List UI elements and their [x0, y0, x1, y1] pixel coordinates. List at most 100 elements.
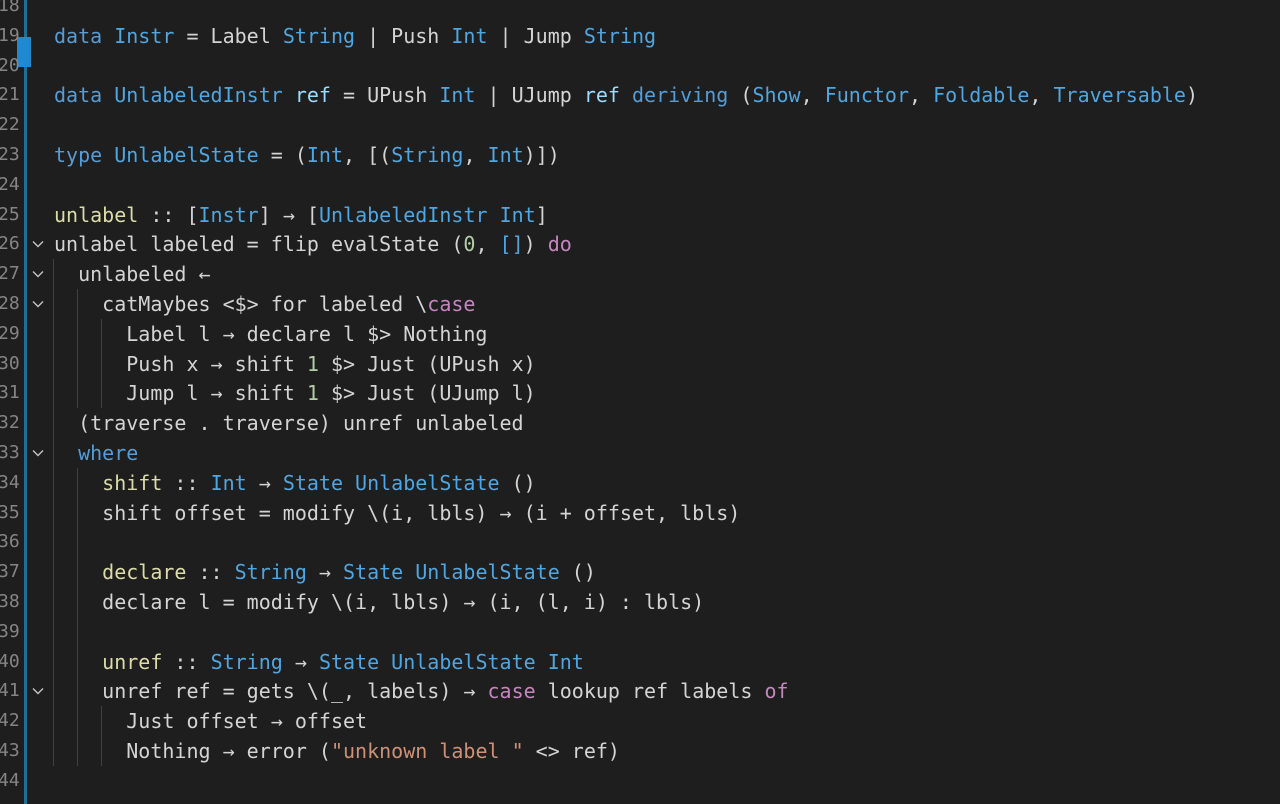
- code-token: deriving: [632, 83, 729, 108]
- code-text[interactable]: data Instr = Label String | Push Int | J…: [54, 24, 656, 48]
- code-token: Jump l → shift: [54, 381, 307, 406]
- code-text[interactable]: shift :: Int → State UnlabelState (): [54, 471, 536, 495]
- code-line[interactable]: 23 type UnlabelState = (Int, [(String, In…: [0, 140, 1280, 170]
- code-line[interactable]: 22: [0, 110, 1280, 140]
- code-text[interactable]: Push x → shift 1 $> Just (UPush x): [54, 351, 535, 376]
- indent-guide: [77, 467, 79, 766]
- line-number: 39: [0, 620, 20, 642]
- line-number: 25: [0, 203, 20, 225]
- code-text[interactable]: shift offset = modify \(i, lbls) → (i + …: [54, 501, 740, 525]
- code-text[interactable]: declare :: String → State UnlabelState (…: [54, 560, 596, 584]
- code-token: = Label: [174, 23, 283, 48]
- code-text[interactable]: Jump l → shift 1 $> Just (UJump l): [54, 381, 536, 406]
- code-token: unlabel labeled = flip evalState (: [54, 232, 464, 257]
- line-number: 30: [0, 352, 20, 374]
- code-line[interactable]: 24: [0, 170, 1280, 200]
- fold-chevron-icon[interactable]: [31, 267, 45, 281]
- line-number: 32: [0, 412, 20, 434]
- indent-guide: [101, 318, 103, 409]
- line-number: 42: [0, 710, 20, 732]
- code-token: ): [1185, 83, 1199, 108]
- gutter-border: [24, 0, 27, 804]
- code-line[interactable]: 20: [0, 51, 1280, 81]
- fold-chevron-icon[interactable]: [31, 684, 45, 698]
- code-token: Nothing → error (: [54, 739, 331, 763]
- code-text[interactable]: Just offset → offset: [54, 709, 367, 733]
- code-line[interactable]: 31 Jump l → shift 1 $> Just (UJump l): [0, 378, 1280, 408]
- code-line[interactable]: 18: [0, 0, 1280, 21]
- code-token: ] → [: [258, 202, 319, 227]
- code-line[interactable]: 40 unref :: String → State UnlabelState …: [0, 647, 1280, 677]
- code-text[interactable]: declare l = modify \(i, lbls) → (i, (l, …: [54, 590, 704, 614]
- code-token: declare l = modify \(i, lbls) → (i, (l, …: [54, 590, 705, 614]
- code-token: where: [78, 441, 139, 465]
- fold-chevron-icon[interactable]: [31, 446, 45, 460]
- code-token: Functor: [824, 83, 909, 108]
- code-token: [54, 471, 102, 495]
- indent-guide: [53, 259, 54, 766]
- code-token: case: [487, 679, 536, 704]
- code-text[interactable]: (traverse . traverse) unref unlabeled: [54, 411, 524, 435]
- code-token: :: [: [138, 202, 199, 227]
- code-token: Just offset → offset: [54, 709, 368, 734]
- code-text[interactable]: Nothing → error ("unknown label " <> ref…: [54, 739, 620, 763]
- line-number: 44: [0, 769, 20, 791]
- code-token: Push x → shift: [54, 351, 307, 376]
- code-token: String: [210, 649, 283, 674]
- code-token: State UnlabelState Int: [318, 649, 584, 674]
- code-text[interactable]: Label l → declare l $> Nothing: [54, 322, 487, 346]
- code-text[interactable]: unlabeled ←: [54, 262, 211, 287]
- code-token: ref: [294, 83, 331, 108]
- code-line[interactable]: 39: [0, 617, 1280, 647]
- code-line[interactable]: 41 unref ref = gets \(_, labels) → case …: [0, 676, 1280, 706]
- code-line[interactable]: 42 Just offset → offset: [0, 706, 1280, 736]
- code-line[interactable]: 29 Label l → declare l $> Nothing: [0, 319, 1280, 349]
- code-token: UnlabeledInstr Int: [318, 202, 536, 227]
- line-number: 36: [0, 531, 20, 553]
- code-line[interactable]: 35 shift offset = modify \(i, lbls) → (i…: [0, 498, 1280, 528]
- code-text[interactable]: unlabel labeled = flip evalState (0, [])…: [54, 232, 572, 256]
- code-line[interactable]: 28 catMaybes <$> for labeled \case: [0, 289, 1280, 319]
- line-number: 29: [0, 322, 20, 344]
- fold-chevron-icon[interactable]: [31, 237, 45, 251]
- code-token: (): [499, 470, 536, 495]
- line-number: 41: [0, 680, 20, 702]
- code-line[interactable]: 36: [0, 527, 1280, 557]
- code-line[interactable]: 33 where: [0, 438, 1280, 468]
- code-token: ::: [162, 649, 211, 674]
- code-token: →: [306, 560, 344, 585]
- code-token: ]: [535, 202, 548, 227]
- code-line[interactable]: 43 Nothing → error ("unknown label " <> …: [0, 736, 1280, 766]
- code-line[interactable]: 30 Push x → shift 1 $> Just (UPush x): [0, 349, 1280, 379]
- fold-chevron-icon[interactable]: [31, 297, 45, 311]
- code-token: "unknown label ": [330, 739, 524, 763]
- code-text[interactable]: data UnlabeledInstr ref = UPush Int | UJ…: [54, 83, 1198, 107]
- code-token: →: [282, 649, 319, 674]
- code-line[interactable]: 37 declare :: String → State UnlabelStat…: [0, 557, 1280, 587]
- code-token: unlabeled ←: [54, 262, 211, 287]
- code-text[interactable]: unref ref = gets \(_, labels) → case loo…: [54, 679, 788, 704]
- code-line[interactable]: 34 shift :: Int → State UnlabelState (): [0, 468, 1280, 498]
- code-token: Instr: [114, 23, 175, 48]
- code-token: ,: [1029, 83, 1054, 108]
- code-line[interactable]: 27 unlabeled ←: [0, 259, 1280, 289]
- code-text[interactable]: type UnlabelState = (Int, [(String, Int)…: [54, 143, 560, 167]
- code-token: Instr: [198, 202, 259, 227]
- code-text[interactable]: unlabel :: [Instr] → [UnlabeledInstr Int…: [54, 203, 548, 227]
- code-token: declare: [102, 560, 187, 585]
- code-text[interactable]: unref :: String → State UnlabelState Int: [54, 650, 584, 674]
- code-line[interactable]: 38 declare l = modify \(i, lbls) → (i, (…: [0, 587, 1280, 617]
- code-text[interactable]: catMaybes <$> for labeled \case: [54, 292, 475, 316]
- code-line[interactable]: 25 unlabel :: [Instr] → [UnlabeledInstr I…: [0, 200, 1280, 230]
- code-token: unlabel: [54, 202, 139, 227]
- code-line[interactable]: 44: [0, 766, 1280, 796]
- code-line[interactable]: 32 (traverse . traverse) unref unlabeled: [0, 408, 1280, 438]
- line-number: 23: [0, 144, 20, 165]
- code-token: type: [54, 143, 115, 167]
- code-token: $> Just (UJump l): [318, 381, 536, 406]
- code-text[interactable]: where: [54, 441, 138, 465]
